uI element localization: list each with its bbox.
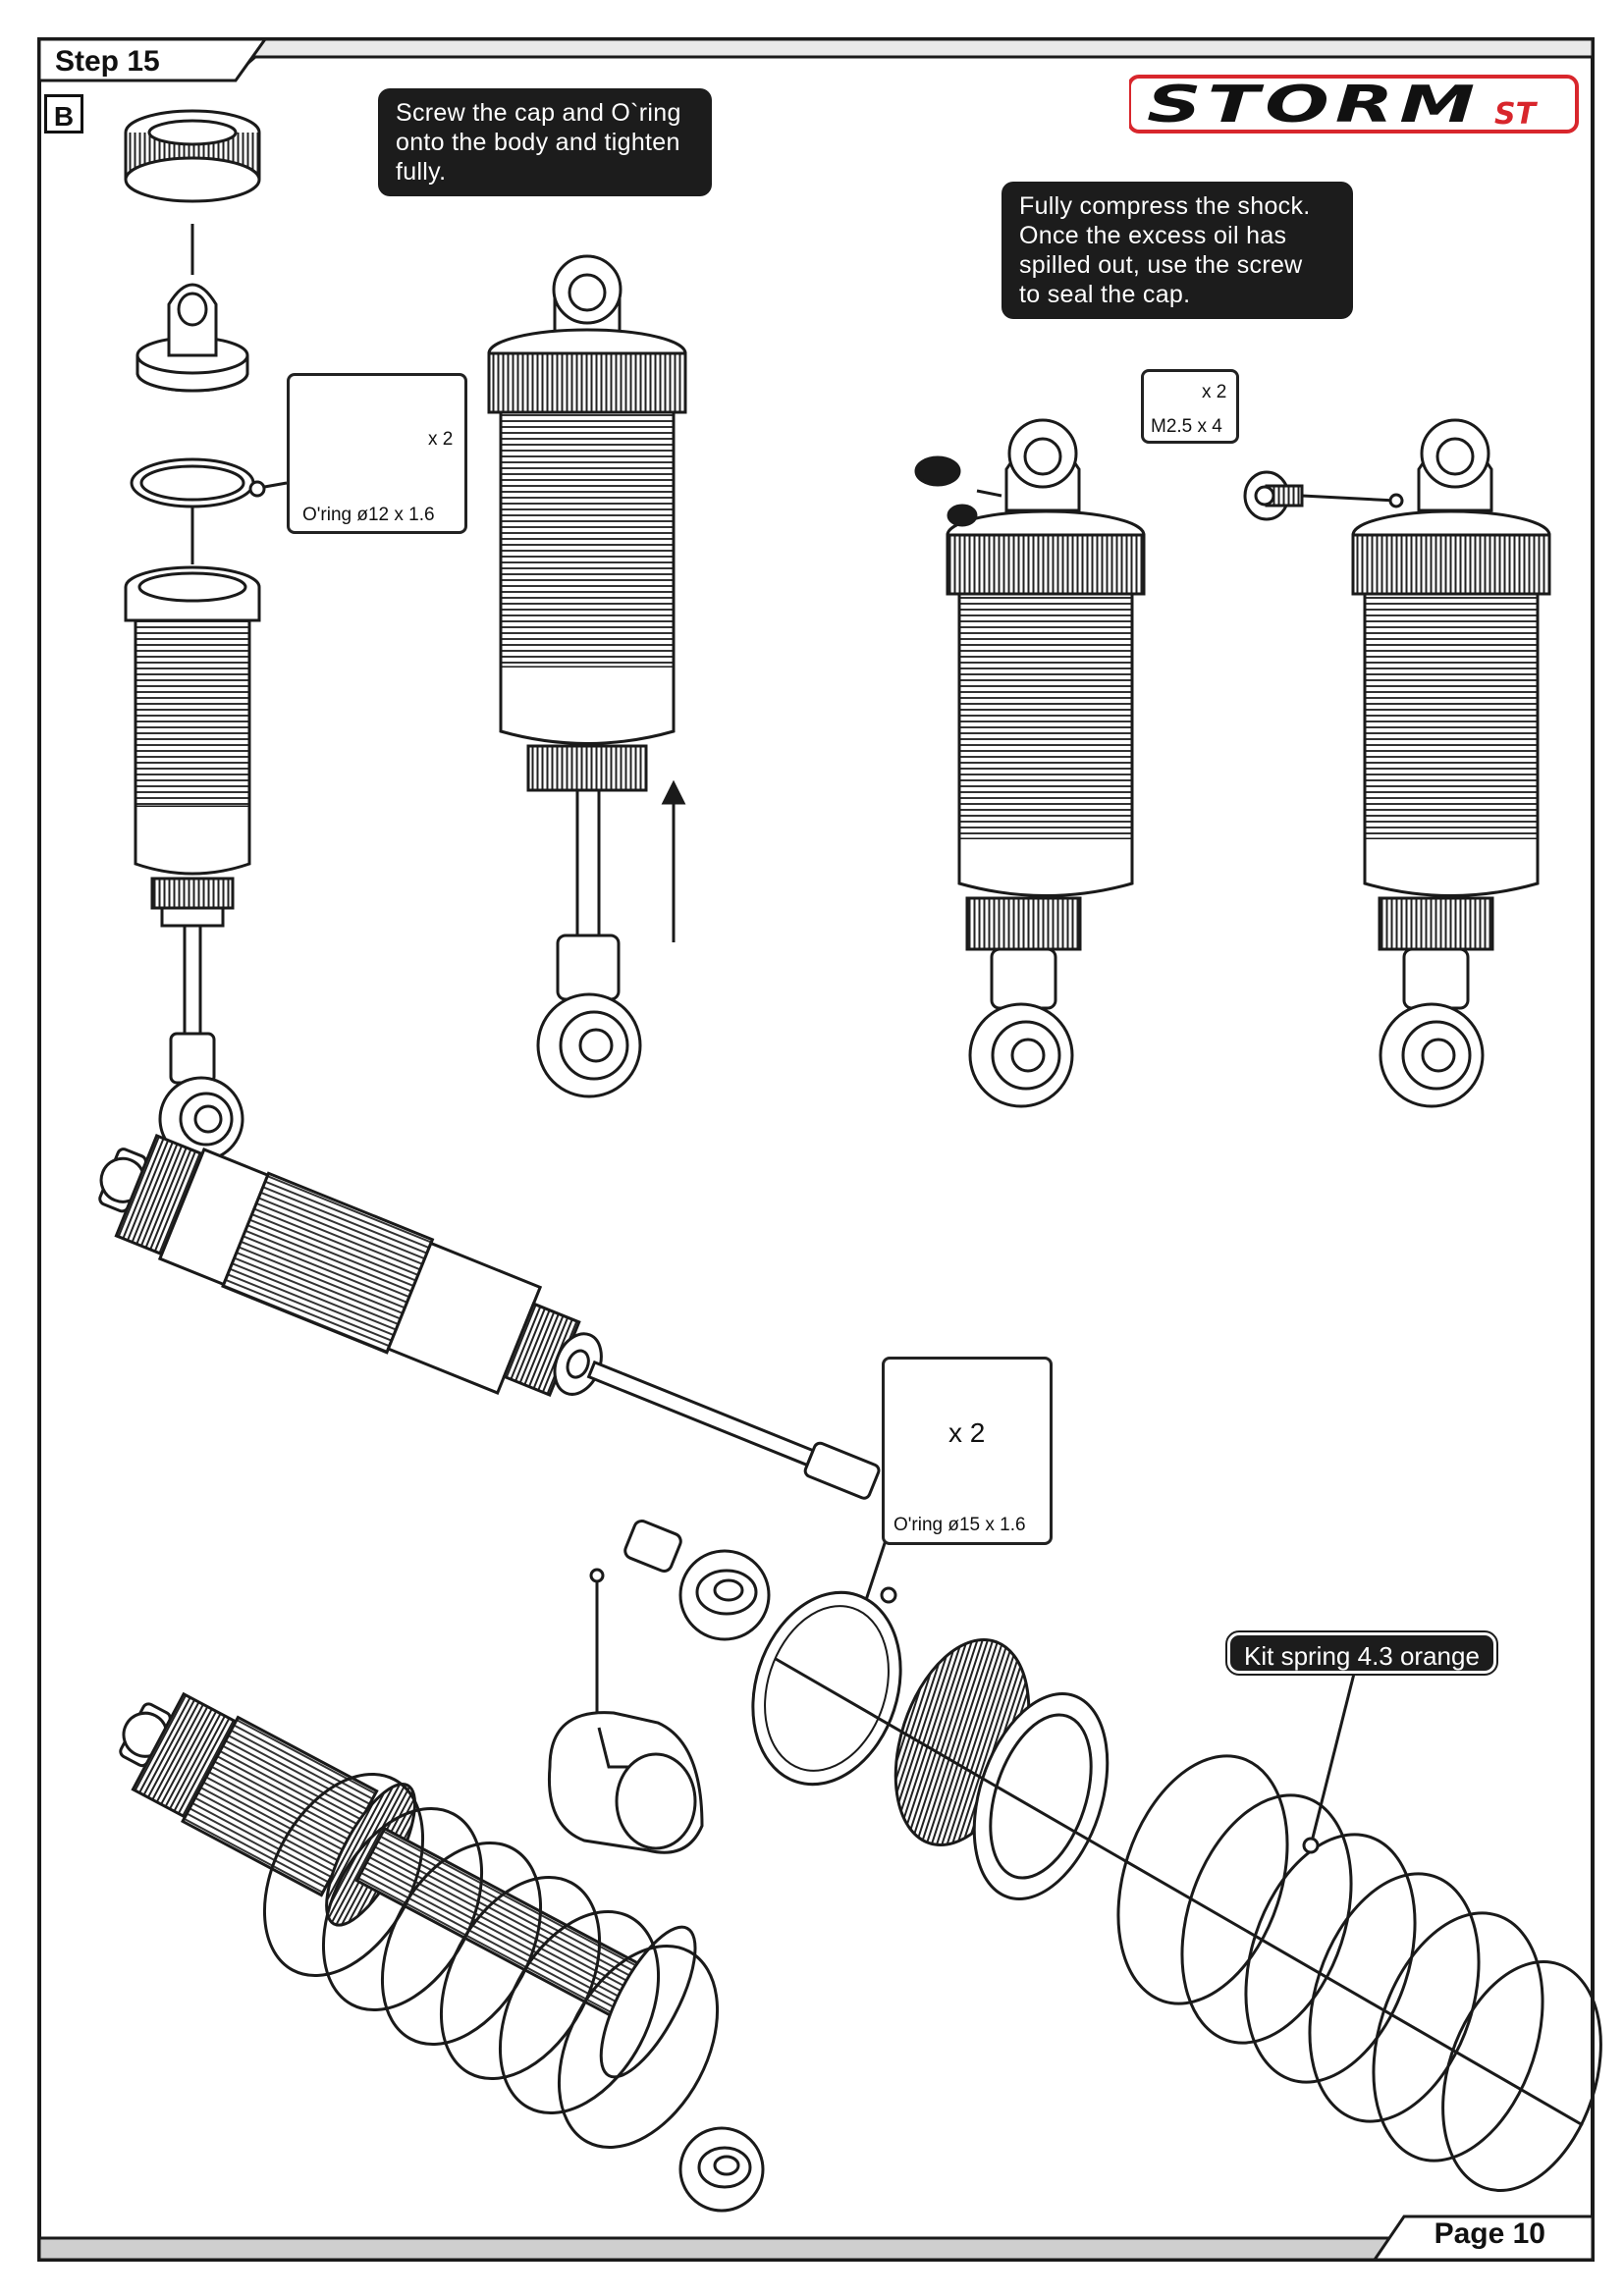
step-label: Step 15 xyxy=(55,45,160,78)
storm-st-logo: STORM ST xyxy=(1129,75,1579,133)
spring-retainer xyxy=(547,1568,704,1854)
callout-compress: Fully compress the shock. Once the exces… xyxy=(1001,182,1353,319)
part-box-oring-small xyxy=(287,373,467,534)
oring-large-label: O'ring ø15 x 1.6 xyxy=(893,1515,1026,1535)
oring-large xyxy=(751,1366,1030,1787)
spring-collar xyxy=(893,1638,1110,1900)
shock-with-spring xyxy=(119,1691,765,2213)
oil-drop-icon xyxy=(914,455,961,487)
oring-small-label: O'ring ø12 x 1.6 xyxy=(302,505,435,525)
assembly-axis xyxy=(775,1657,1584,2127)
page-frame xyxy=(37,37,1595,2262)
logo-suffix: ST xyxy=(1494,97,1539,132)
oring-small-qty: x 2 xyxy=(428,429,454,450)
callout-kit-spring: Kit spring 4.3 orange xyxy=(1225,1630,1498,1676)
shock-exploded-column xyxy=(124,109,261,1162)
screw-qty: x 2 xyxy=(1202,382,1227,402)
part-box-oring-large xyxy=(882,1357,1053,1545)
shock-side-view xyxy=(98,1133,881,1641)
shock-assembled-column xyxy=(487,254,687,1098)
sub-step-label: B xyxy=(44,94,83,133)
screw-icon xyxy=(1243,470,1304,521)
logo-text: STORM xyxy=(1147,76,1481,133)
shock-sealed-column xyxy=(1243,418,1551,1108)
screw-label: M2.5 x 4 xyxy=(1151,416,1222,437)
kit-spring xyxy=(1116,1661,1602,2192)
part-box-screw xyxy=(1141,369,1239,444)
oring-large-qty: x 2 xyxy=(948,1417,986,1448)
shock-compressed-column xyxy=(914,418,1146,1108)
page-number: Page 10 xyxy=(1434,2217,1545,2250)
callout-screw-cap: Screw the cap and O`ring onto the body a… xyxy=(378,88,712,196)
